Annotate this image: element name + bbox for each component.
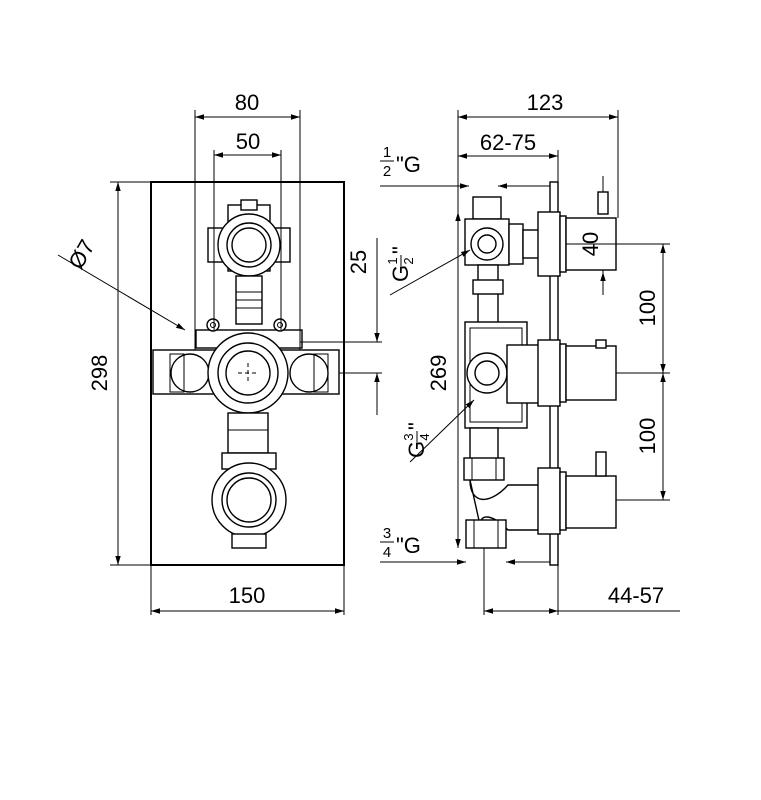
dim-label-25: 25 bbox=[346, 250, 371, 274]
thread-mid: G 3 4 " bbox=[401, 399, 475, 463]
thread-mid-den: 4 bbox=[417, 433, 432, 440]
thread-bottom-suffix: "G bbox=[396, 533, 421, 558]
dim-label-123: 123 bbox=[527, 90, 564, 115]
dim-width-50: 50 bbox=[213, 129, 282, 330]
middle-valve bbox=[464, 321, 617, 429]
dim-width-150: 150 bbox=[150, 565, 345, 615]
dim-offset-25: 25 bbox=[300, 238, 382, 415]
dim-knob-40: 40 bbox=[578, 232, 606, 295]
dim-label-150: 150 bbox=[229, 583, 266, 608]
lower-pipe bbox=[227, 412, 269, 454]
top-knob bbox=[537, 176, 617, 277]
top-inlet bbox=[464, 196, 542, 266]
thread-top-num: 1 bbox=[383, 144, 391, 161]
side-view: 123 62-75 1 2 "G G 1 2 " bbox=[380, 90, 680, 615]
dim-depth-123: 123 bbox=[457, 90, 619, 218]
side-lower-pipe bbox=[463, 427, 505, 481]
dim-label-62-75: 62-75 bbox=[480, 130, 536, 155]
thread-top-suffix: "G bbox=[396, 152, 421, 177]
dim-label-50: 50 bbox=[236, 129, 260, 154]
front-view: 80 50 298 150 Ø7 bbox=[57, 90, 382, 615]
riser-pipe bbox=[235, 275, 263, 325]
dim-height-298: 298 bbox=[87, 181, 151, 566]
bottom-knob bbox=[537, 451, 617, 535]
dim-label-spacing-bottom: 100 bbox=[635, 418, 660, 455]
thread-bottom-den: 4 bbox=[383, 544, 391, 561]
dim-label-spacing-top: 100 bbox=[635, 290, 660, 327]
thread-bottom: 3 4 "G bbox=[380, 525, 550, 565]
thread-top: 1 2 "G bbox=[380, 144, 550, 189]
dim-depth-62-75: 62-75 bbox=[458, 130, 559, 182]
thread-top-right-suffix: " bbox=[388, 246, 413, 254]
dim-depth-44-57: 44-57 bbox=[483, 548, 680, 615]
central-valve bbox=[152, 332, 340, 414]
dim-height-269: 269 bbox=[426, 212, 461, 548]
hole-diameter-callout: Ø7 bbox=[57, 235, 186, 331]
dim-label-44-57: 44-57 bbox=[608, 583, 664, 608]
bottom-elbow bbox=[465, 479, 541, 549]
thread-mid-prefix: G bbox=[404, 441, 429, 458]
side-riser bbox=[472, 264, 504, 324]
thread-mid-num: 3 bbox=[401, 433, 416, 440]
dim-label-80: 80 bbox=[235, 90, 259, 115]
thread-top-den: 2 bbox=[383, 163, 391, 180]
thread-top-right: G 1 2 " bbox=[385, 246, 471, 296]
dim-label-hole: Ø7 bbox=[63, 235, 99, 273]
thread-mid-suffix: " bbox=[404, 422, 429, 430]
bottom-diverter bbox=[211, 452, 287, 549]
dim-label-298: 298 bbox=[87, 355, 112, 392]
dim-label-40: 40 bbox=[578, 232, 603, 256]
thread-top-right-num: 1 bbox=[385, 257, 400, 264]
thread-bottom-num: 3 bbox=[383, 525, 391, 542]
thread-top-right-prefix: G bbox=[388, 265, 413, 282]
dim-spacing-bottom: 100 bbox=[616, 373, 670, 501]
dim-width-80: 80 bbox=[194, 90, 301, 350]
dim-spacing-top: 100 bbox=[616, 243, 670, 374]
dim-label-269: 269 bbox=[426, 355, 451, 392]
top-diverter bbox=[207, 199, 291, 277]
thread-top-right-den: 2 bbox=[401, 257, 416, 264]
